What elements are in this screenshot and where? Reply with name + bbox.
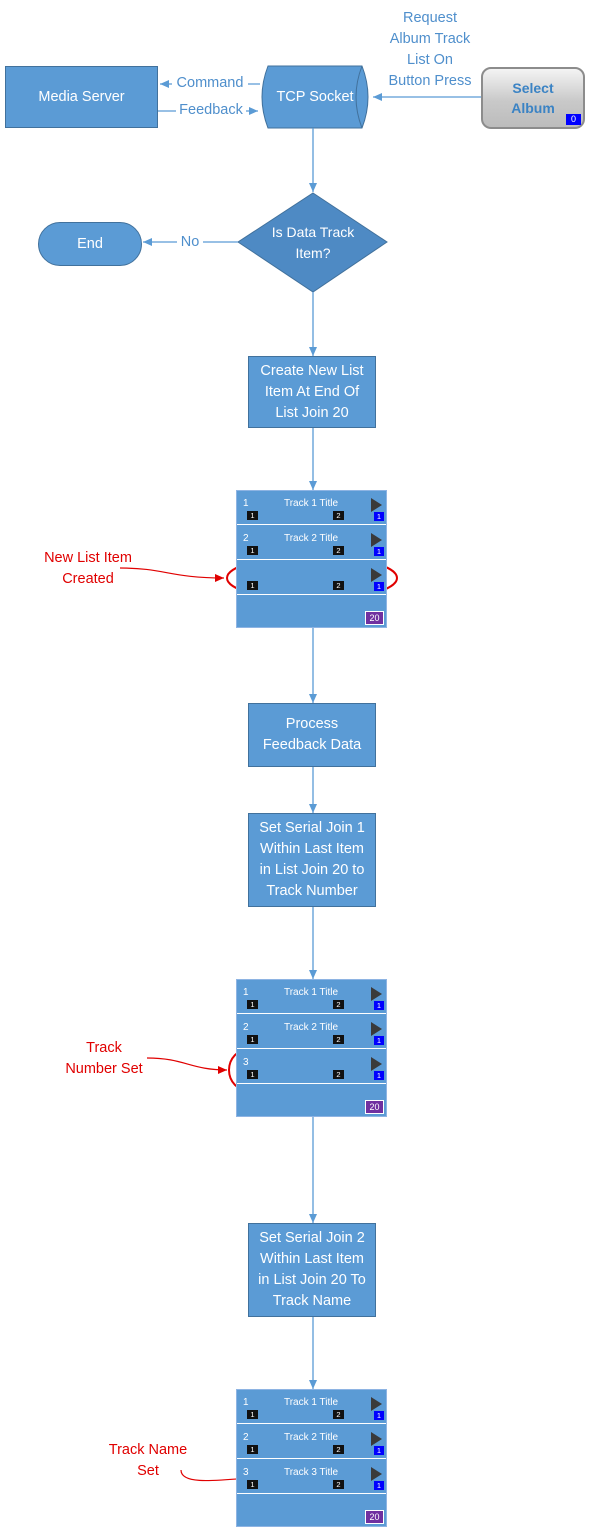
track-title-text: Track 2 Title: [283, 1432, 339, 1443]
tcp-socket-label: TCP Socket: [276, 89, 354, 105]
set-serial-1-box: Set Serial Join 1 Within Last Item in Li…: [248, 813, 376, 907]
note-arrow-new-item: [119, 567, 225, 582]
track-number-text: 2: [243, 1432, 249, 1443]
serial-join-2-badge: 2: [333, 1480, 344, 1489]
play-icon[interactable]: [371, 1397, 382, 1411]
request-label: Request Album Track List On Button Press: [388, 10, 472, 89]
play-icon[interactable]: [371, 568, 382, 582]
play-icon[interactable]: [371, 1022, 382, 1036]
tcp-socket-node: TCP Socket: [258, 66, 372, 128]
note-track-name: Track Name Set: [108, 1442, 188, 1479]
feedback-label: Feedback: [176, 100, 246, 121]
serial-join-2-badge: 2: [333, 1070, 344, 1079]
select-album-label: Select Album: [511, 80, 555, 116]
list-item[interactable]: 1 Track 1 Title 1 2 1: [237, 491, 386, 525]
track-title-text: Track 1 Title: [283, 987, 339, 998]
list-item[interactable]: 3 Track 3 Title 1 2 1: [237, 1460, 386, 1494]
serial-join-1-badge: 1: [247, 1035, 258, 1044]
serial-join-2-badge: 2: [333, 1035, 344, 1044]
digital-join-1-badge: 1: [374, 1036, 384, 1045]
serial-join-1-badge: 1: [247, 1070, 258, 1079]
digital-join-1-badge: 1: [374, 1071, 384, 1080]
create-item-box: Create New List Item At End Of List Join…: [248, 356, 376, 428]
tcp-socket-shape: [261, 65, 369, 129]
no-label: No: [177, 232, 203, 253]
note-arrow-track-number: [146, 1057, 228, 1074]
end-terminator: End: [38, 222, 142, 266]
serial-join-2-badge: 2: [333, 546, 344, 555]
list-item[interactable]: 1 Track 1 Title 1 2 1: [237, 1390, 386, 1424]
play-icon[interactable]: [371, 987, 382, 1001]
digital-join-1-badge: 1: [374, 582, 384, 591]
list-item[interactable]: 3 1 2 1: [237, 1050, 386, 1084]
set-serial-2-label: Set Serial Join 2 Within Last Item in Li…: [258, 1230, 366, 1309]
set-serial-1-label: Set Serial Join 1 Within Last Item in Li…: [259, 820, 365, 899]
track-title-text: Track 3 Title: [283, 1467, 339, 1478]
select-album-button[interactable]: Select Album 0: [481, 67, 585, 129]
select-album-join-badge: 0: [566, 114, 581, 125]
list-join-badge: 20: [365, 1510, 384, 1524]
track-number-text: 1: [243, 987, 249, 998]
note-track-number: Track Number Set: [65, 1040, 143, 1077]
create-item-label: Create New List Item At End Of List Join…: [260, 362, 364, 421]
digital-join-1-badge: 1: [374, 1001, 384, 1010]
list-item[interactable]: 1 Track 1 Title 1 2 1: [237, 980, 386, 1014]
digital-join-1-badge: 1: [374, 1411, 384, 1420]
serial-join-1-badge: 1: [247, 1445, 258, 1454]
serial-join-2-badge: 2: [333, 1000, 344, 1009]
track-number-text: 3: [243, 1057, 249, 1068]
play-icon[interactable]: [371, 1057, 382, 1071]
track-title-text: Track 2 Title: [283, 1022, 339, 1033]
media-server-box: Media Server: [5, 66, 158, 128]
serial-join-2-badge: 2: [333, 1445, 344, 1454]
track-number-text: 2: [243, 1022, 249, 1033]
end-label: End: [77, 236, 103, 252]
track-title-text: Track 2 Title: [283, 533, 339, 544]
process-feedback-label: Process Feedback Data: [262, 716, 362, 753]
play-icon[interactable]: [371, 498, 382, 512]
digital-join-1-badge: 1: [374, 1481, 384, 1490]
list-item[interactable]: 1 2 1: [237, 561, 386, 595]
list-item[interactable]: 2 Track 2 Title 1 2 1: [237, 1015, 386, 1049]
digital-join-1-badge: 1: [374, 547, 384, 556]
set-serial-2-box: Set Serial Join 2 Within Last Item in Li…: [248, 1223, 376, 1317]
serial-join-1-badge: 1: [247, 1410, 258, 1419]
serial-join-1-badge: 1: [247, 1000, 258, 1009]
play-icon[interactable]: [371, 533, 382, 547]
track-number-text: 1: [243, 1397, 249, 1408]
process-feedback-box: Process Feedback Data: [248, 703, 376, 767]
serial-join-2-badge: 2: [333, 581, 344, 590]
command-label: Command: [172, 73, 248, 94]
list-join-badge: 20: [365, 1100, 384, 1114]
serial-join-1-badge: 1: [247, 511, 258, 520]
serial-join-2-badge: 2: [333, 511, 344, 520]
serial-join-2-badge: 2: [333, 1410, 344, 1419]
track-number-text: 2: [243, 533, 249, 544]
decision-label: Is Data Track Item?: [271, 224, 355, 261]
digital-join-1-badge: 1: [374, 1446, 384, 1455]
play-icon[interactable]: [371, 1467, 382, 1481]
track-number-text: 1: [243, 498, 249, 509]
serial-join-1-badge: 1: [247, 546, 258, 555]
serial-join-1-badge: 1: [247, 581, 258, 590]
list-item[interactable]: 2 Track 2 Title 1 2 1: [237, 1425, 386, 1459]
list-item[interactable]: 2 Track 2 Title 1 2 1: [237, 526, 386, 560]
media-server-label: Media Server: [38, 88, 125, 105]
track-number-text: 3: [243, 1467, 249, 1478]
track-title-text: Track 1 Title: [283, 1397, 339, 1408]
play-icon[interactable]: [371, 1432, 382, 1446]
list-join-badge: 20: [365, 611, 384, 625]
note-new-item: New List Item Created: [44, 550, 132, 587]
track-title-text: Track 1 Title: [283, 498, 339, 509]
digital-join-1-badge: 1: [374, 512, 384, 521]
serial-join-1-badge: 1: [247, 1480, 258, 1489]
